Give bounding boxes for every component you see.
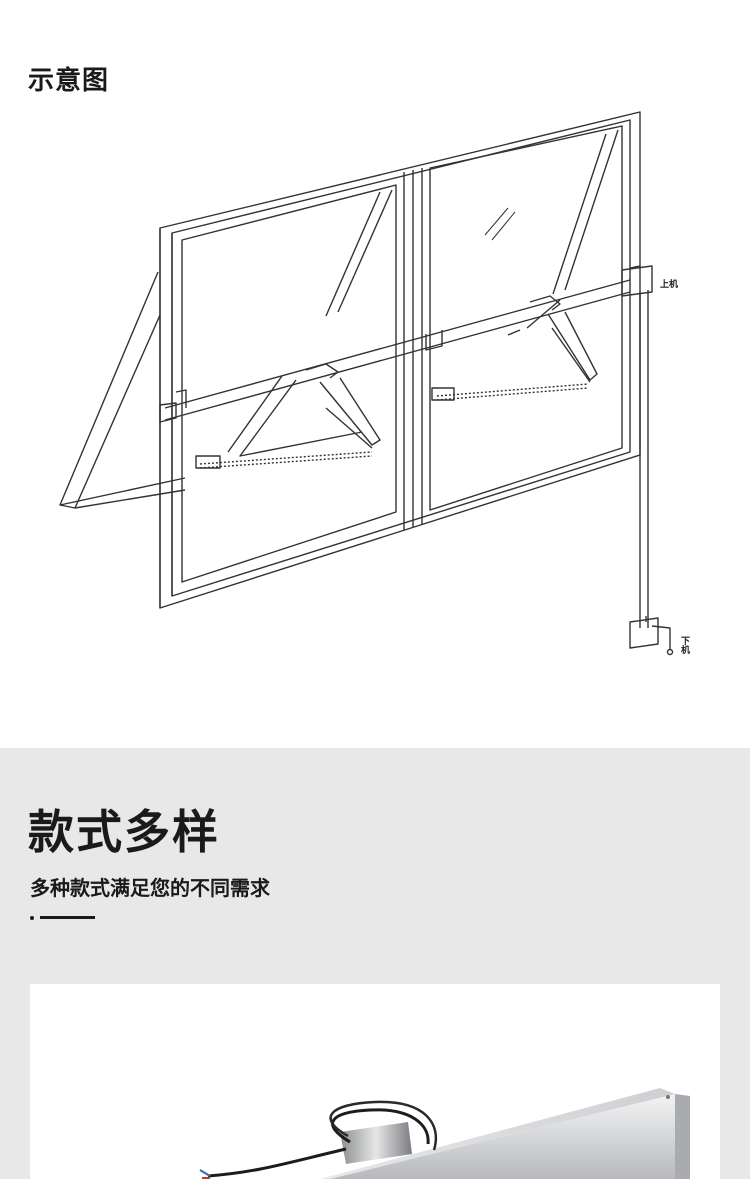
window-illustration: 上机 下机 — [59, 111, 690, 656]
window-opener-diagram: 上机 下机 — [0, 100, 750, 700]
lower-unit-label: 下机 — [679, 636, 690, 655]
actuator-product-image — [199, 1088, 690, 1179]
diagram-title: 示意图 — [28, 66, 110, 96]
divider-line — [40, 916, 95, 919]
upper-unit-label: 上机 — [660, 278, 678, 290]
product-image-card — [30, 984, 720, 1179]
diagram-section: 示意图 — [0, 66, 750, 700]
features-section: 款式多样 多种款式满足您的不同需求 — [0, 748, 750, 1179]
section-heading: 款式多样 — [28, 805, 220, 859]
section-subheading: 多种款式满足您的不同需求 — [30, 876, 270, 900]
divider-dot — [30, 916, 34, 920]
